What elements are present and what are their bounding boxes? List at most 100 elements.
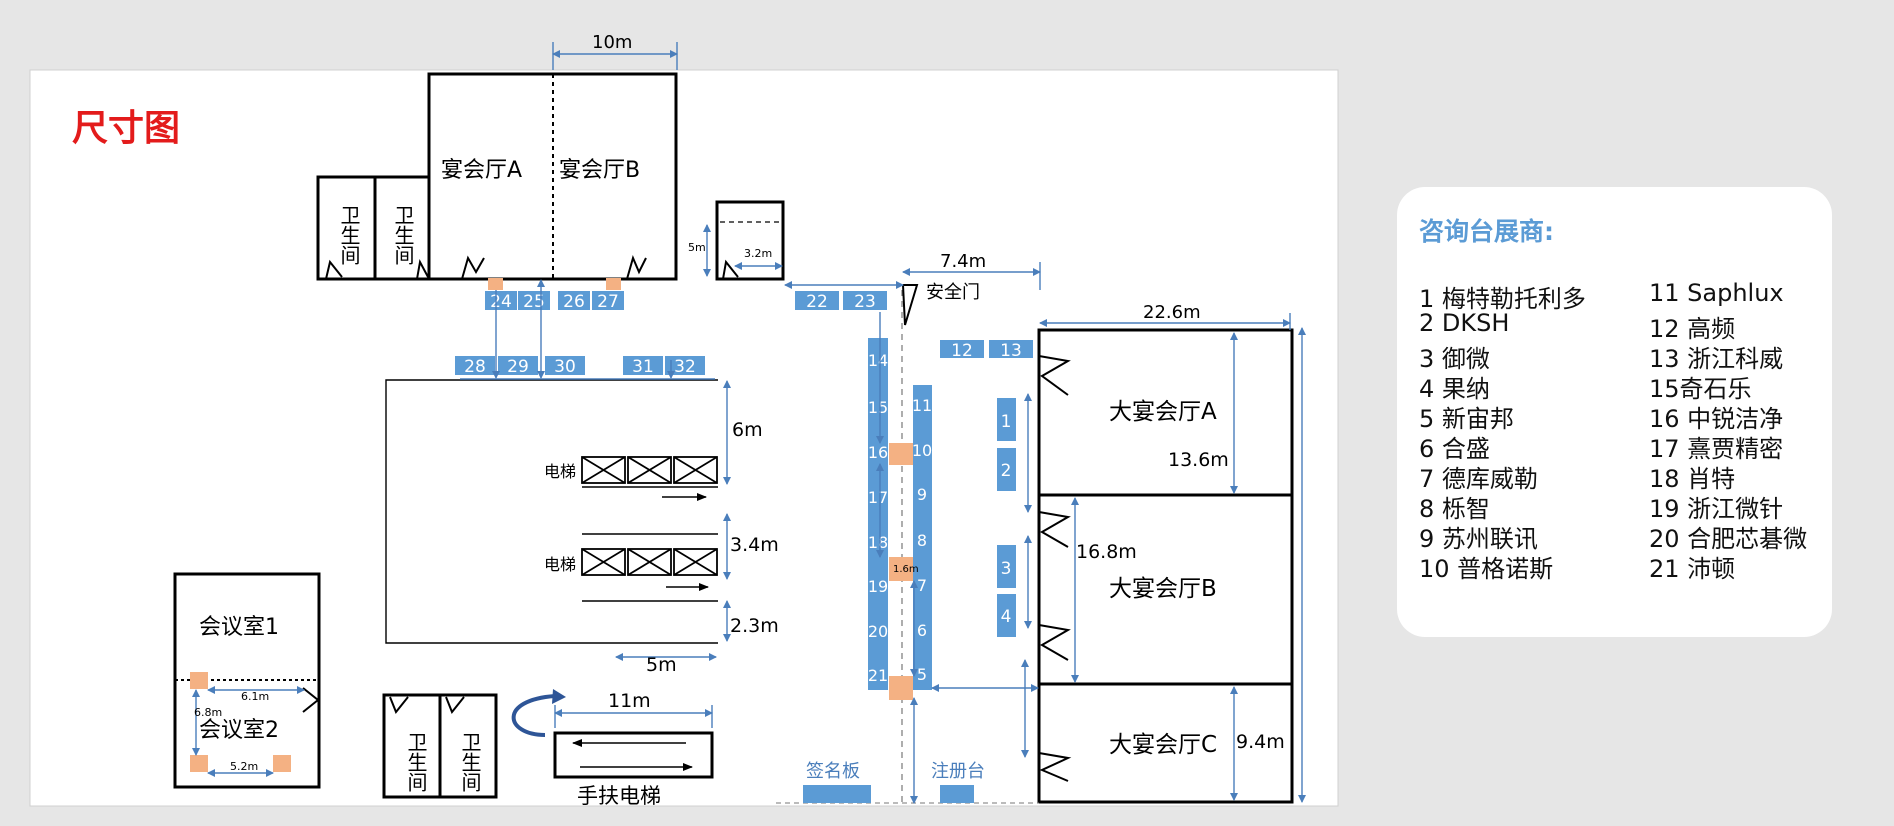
svg-text:1: 1	[1001, 412, 1012, 432]
restroom-label-1: 卫生间	[337, 205, 361, 265]
legend-item: 3 御微	[1419, 345, 1490, 373]
dimension-lines	[192, 42, 1306, 804]
booth-27: 27	[592, 291, 624, 312]
booth-22: 22	[795, 291, 839, 312]
legend-item: 17 熹贾精密	[1649, 435, 1784, 463]
registration-booth	[940, 785, 974, 803]
meeting-room-1-label: 会议室1	[199, 615, 279, 640]
booth-12: 12	[940, 340, 984, 361]
booth-17: 17	[868, 488, 888, 507]
booth-16: 16	[868, 443, 888, 462]
legend-item: 15奇石乐	[1649, 375, 1752, 403]
grand-hall-b-label: 大宴会厅B	[1109, 576, 1217, 602]
plan-title: 尺寸图	[72, 108, 180, 149]
legend-item: 1 梅特勒托利多	[1419, 285, 1586, 313]
booth-28: 28	[455, 356, 495, 377]
dim-6-8m: 6.8m	[194, 706, 222, 719]
plan-canvas	[29, 69, 1339, 807]
svg-text:26: 26	[563, 292, 585, 312]
legend-title: 咨询台展商:	[1419, 217, 1554, 246]
banquet-a-label: 宴会厅A	[441, 158, 522, 183]
dim-3-2m: 3.2m	[744, 247, 772, 260]
legend-item: 21 沛顿	[1649, 555, 1736, 583]
exhibitor-legend-panel: 咨询台展商: 1 梅特勒托利多 2 DKSH 3 御微 4 果纳 5 新宙邦 6…	[1397, 187, 1832, 637]
legend-item: 12 高频	[1649, 315, 1736, 343]
legend-item: 19 浙江微针	[1649, 495, 1784, 523]
svg-text:13: 13	[1000, 341, 1022, 361]
legend-item: 16 中锐洁净	[1649, 405, 1784, 433]
safety-door-label: 安全门	[926, 282, 980, 303]
svg-text:31: 31	[632, 357, 654, 377]
dim-10m: 10m	[592, 32, 632, 53]
escalator-label: 手扶电梯	[577, 784, 661, 808]
meeting-room-2-label: 会议室2	[199, 718, 279, 743]
booth-2: 2	[997, 448, 1016, 491]
elevator-label-2: 电梯	[544, 555, 576, 574]
elevator-label-1: 电梯	[544, 462, 576, 481]
legend-item: 13 浙江科威	[1649, 345, 1784, 373]
svg-text:22: 22	[806, 292, 828, 312]
booth-5: 5	[917, 665, 927, 684]
booth-29: 29	[498, 356, 538, 377]
dim-11m: 11m	[608, 690, 651, 712]
legend-item: 6 合盛	[1419, 435, 1490, 463]
booth-20: 20	[868, 622, 888, 641]
dim-16-8m: 16.8m	[1076, 541, 1137, 563]
curved-arrow-icon	[511, 694, 556, 737]
svg-text:32: 32	[674, 357, 696, 377]
pillars	[190, 278, 913, 772]
svg-text:4: 4	[1001, 607, 1012, 627]
booth-10: 10	[912, 441, 932, 460]
grand-hall-a-label: 大宴会厅A	[1109, 399, 1217, 425]
sign-board-label: 签名板	[806, 761, 860, 782]
booth-30: 30	[545, 356, 585, 377]
booth-21: 21	[868, 666, 888, 685]
svg-text:2: 2	[1001, 461, 1012, 481]
legend-item: 20 合肥芯碁微	[1649, 525, 1808, 553]
restroom-label-3: 卫生间	[404, 732, 428, 792]
dim-9-4m: 9.4m	[1236, 731, 1285, 753]
legend-item: 8 栎智	[1419, 495, 1490, 523]
svg-text:12: 12	[951, 341, 973, 361]
svg-text:3: 3	[1001, 559, 1012, 579]
banquet-b-label: 宴会厅B	[559, 158, 640, 183]
booth-31: 31	[623, 356, 663, 377]
svg-text:28: 28	[464, 357, 486, 377]
walls	[173, 72, 1294, 804]
booth-7: 7	[917, 576, 927, 595]
elevator-cars	[581, 456, 718, 576]
dim-5m: 5m	[646, 654, 677, 676]
booth-18: 18	[868, 533, 888, 552]
dim-22-6m: 22.6m	[1143, 302, 1201, 323]
legend-item: 5 新宙邦	[1419, 405, 1514, 433]
booth-13: 13	[989, 340, 1033, 361]
legend-item: 2 DKSH	[1419, 309, 1510, 337]
dim-6-1m: 6.1m	[241, 690, 269, 703]
booth-15: 15	[868, 398, 888, 417]
svg-text:23: 23	[854, 292, 876, 312]
booth-1: 1	[997, 398, 1016, 441]
svg-text:29: 29	[507, 357, 529, 377]
legend-item: 11 Saphlux	[1649, 279, 1784, 307]
booth-9: 9	[917, 485, 927, 504]
dim-7-4m: 7.4m	[940, 251, 986, 272]
legend-item: 9 苏州联讯	[1419, 525, 1538, 553]
door-marks	[302, 255, 1072, 782]
sign-board-booth	[803, 785, 871, 803]
booth-32: 32	[665, 356, 705, 377]
grand-hall-c-label: 大宴会厅C	[1109, 732, 1217, 758]
restroom-label-2: 卫生间	[391, 205, 415, 265]
booth-26: 26	[558, 291, 590, 312]
booth-8: 8	[917, 531, 927, 550]
booth-14: 14	[868, 351, 888, 370]
dim-6m: 6m	[732, 419, 763, 441]
dim-1-6m: 1.6m	[893, 564, 919, 575]
legend-item: 4 果纳	[1419, 375, 1490, 403]
dim-5m-small: 5m	[688, 241, 706, 254]
legend-item: 10 普格诺斯	[1419, 555, 1554, 583]
svg-text:30: 30	[554, 357, 576, 377]
registration-label: 注册台	[931, 761, 985, 782]
booth-4: 4	[997, 594, 1016, 637]
booth-23: 23	[843, 291, 887, 312]
